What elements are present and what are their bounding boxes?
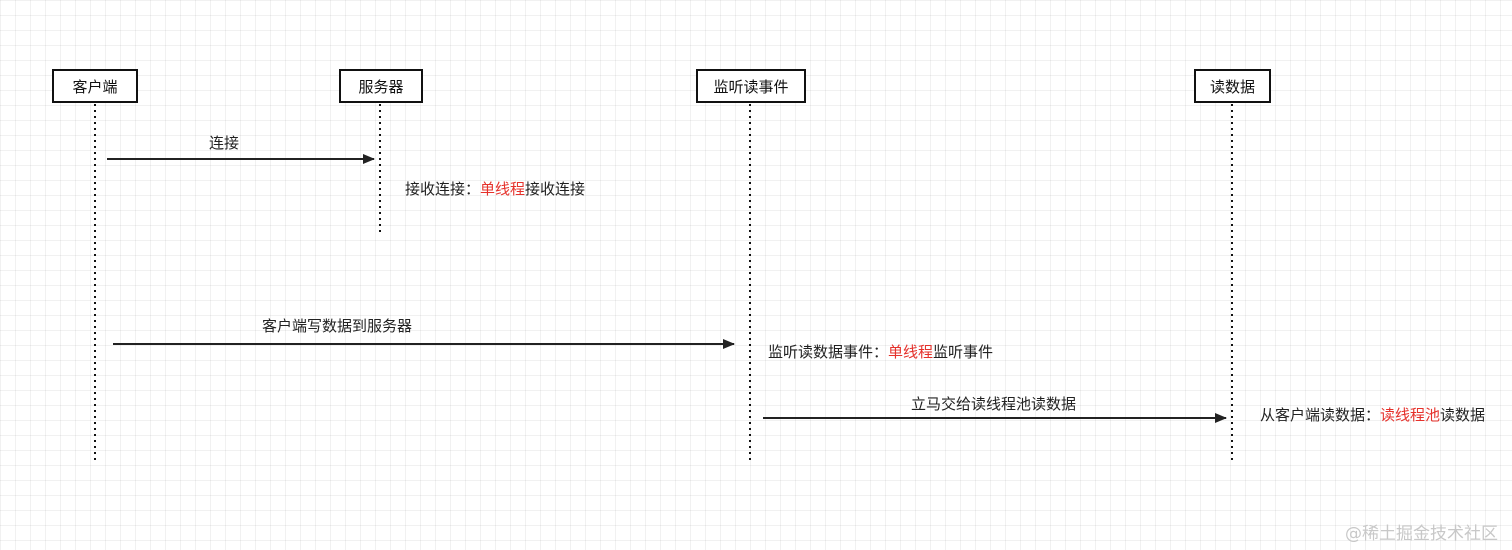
- actor-server: 服务器: [339, 69, 423, 103]
- actor-listener: 监听读事件: [696, 69, 806, 103]
- note-server-suffix: 接收连接: [525, 180, 586, 198]
- note-reader: 从客户端读数据：读线程池读数据: [1260, 404, 1485, 425]
- actor-server-label: 服务器: [358, 77, 404, 96]
- note-server: 接收连接：单线程接收连接: [405, 178, 585, 199]
- actor-client: 客户端: [52, 69, 138, 103]
- note-reader-suffix: 读数据: [1440, 406, 1486, 424]
- actor-reader-label: 读数据: [1209, 77, 1255, 96]
- note-listener-prefix: 监听读数据事件：: [768, 343, 889, 361]
- note-listener-suffix: 监听事件: [933, 343, 994, 361]
- watermark-text: @稀土掘金技术社区: [1345, 524, 1498, 544]
- note-reader-highlight: 读线程池: [1380, 406, 1441, 424]
- actor-listener-label: 监听读事件: [713, 77, 789, 96]
- note-server-prefix: 接收连接：: [405, 180, 481, 198]
- note-server-highlight: 单线程: [480, 180, 526, 198]
- actor-client-label: 客户端: [72, 77, 118, 96]
- note-listener-highlight: 单线程: [888, 343, 934, 361]
- note-reader-prefix: 从客户端读数据：: [1260, 406, 1381, 424]
- message-label-connect: 连接: [209, 134, 240, 152]
- message-label-write: 客户端写数据到服务器: [262, 317, 413, 335]
- actor-reader: 读数据: [1194, 69, 1271, 103]
- message-label-dispatch: 立马交给读线程池读数据: [911, 395, 1077, 413]
- note-listener: 监听读数据事件：单线程监听事件: [768, 341, 993, 362]
